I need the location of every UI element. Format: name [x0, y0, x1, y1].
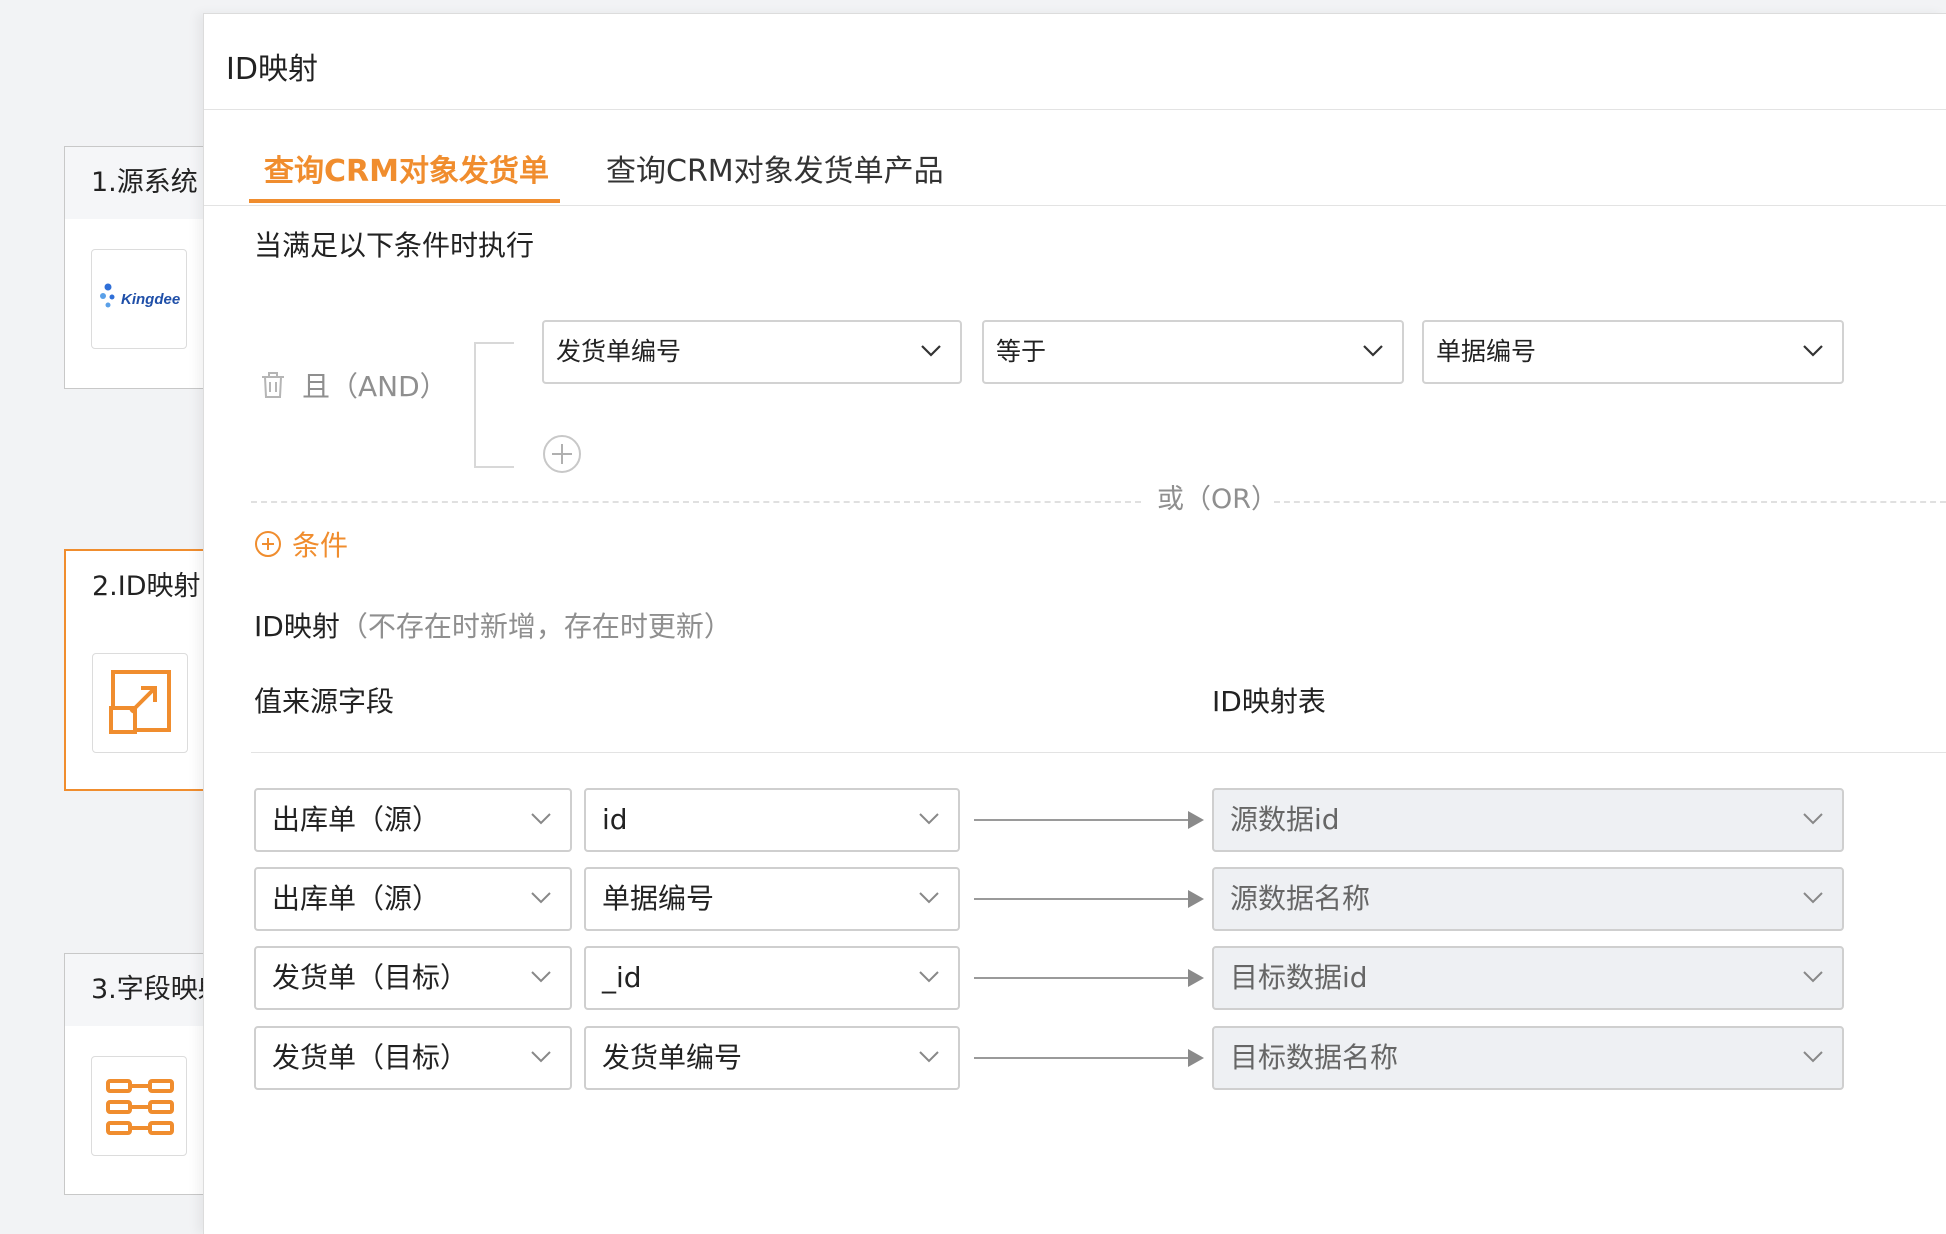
chevron-down-icon	[919, 1051, 939, 1063]
id-mapping-subtitle: （不存在时新增，存在时更新）	[339, 610, 732, 643]
panel-title: ID映射	[226, 52, 318, 87]
mapping-arrow	[974, 969, 1204, 987]
step-card-field-mapping[interactable]: 3.字段映射	[64, 953, 224, 1195]
or-label: 或（OR）	[1149, 477, 1287, 516]
mapping-arrow	[974, 811, 1204, 829]
source-field-select[interactable]: id	[584, 788, 960, 852]
condition-operator-value: 等于	[996, 337, 1047, 366]
or-divider-left	[251, 501, 1141, 503]
condition-field-value: 发货单编号	[556, 337, 682, 366]
source-object-value: 发货单（目标）	[272, 961, 469, 994]
step-card-source[interactable]: 1.源系统 Kingdee	[64, 146, 224, 389]
add-and-condition-icon[interactable]	[542, 434, 582, 474]
mapping-header-divider	[251, 752, 1946, 753]
condition-value-select[interactable]: 单据编号	[1422, 320, 1844, 384]
mapping-arrow	[974, 1049, 1204, 1067]
chevron-down-icon	[1803, 345, 1823, 357]
chevron-down-icon	[919, 813, 939, 825]
arrow-head-icon	[1188, 811, 1204, 829]
chevron-down-icon	[531, 892, 551, 904]
id-mapping-target-select: 目标数据id	[1212, 946, 1844, 1010]
chevron-down-icon	[531, 813, 551, 825]
step-label: 1.源系统	[65, 147, 223, 219]
source-object-select[interactable]: 出库单（源）	[254, 788, 572, 852]
condition-operator-select[interactable]: 等于	[982, 320, 1404, 384]
step-card-id-mapping[interactable]: 2.ID映射	[64, 549, 224, 791]
chevron-down-icon	[1803, 813, 1823, 825]
source-object-select[interactable]: 出库单（源）	[254, 867, 572, 931]
id-mapping-target-select: 目标数据名称	[1212, 1026, 1844, 1090]
arrow-head-icon	[1188, 969, 1204, 987]
kingdee-logo: Kingdee	[91, 249, 187, 349]
source-field-value: 发货单编号	[602, 1041, 743, 1074]
kingdee-logo-icon: Kingdee	[100, 283, 180, 308]
chevron-down-icon	[919, 892, 939, 904]
add-condition-label: 条件	[292, 529, 349, 562]
id-mapping-icon	[92, 653, 188, 753]
source-object-value: 出库单（源）	[272, 882, 441, 915]
id-mapping-target-value: 目标数据名称	[1230, 1041, 1399, 1074]
source-field-value: id	[602, 803, 628, 836]
chevron-down-icon	[531, 971, 551, 983]
tab-shipment-order[interactable]: 查询CRM对象发货单	[264, 154, 549, 189]
plus-circle-icon	[255, 531, 281, 557]
tab-shipment-order-product[interactable]: 查询CRM对象发货单产品	[606, 154, 944, 189]
step-label: 2.ID映射	[66, 551, 222, 623]
condition-field-select[interactable]: 发货单编号	[542, 320, 962, 384]
and-group-bracket	[474, 342, 514, 468]
field-mapping-icon	[91, 1056, 187, 1156]
chevron-down-icon	[1803, 1051, 1823, 1063]
and-logic-label[interactable]: 且（AND）	[302, 370, 448, 403]
source-object-select[interactable]: 发货单（目标）	[254, 1026, 572, 1090]
chevron-down-icon	[1803, 892, 1823, 904]
id-mapping-target-select: 源数据id	[1212, 788, 1844, 852]
source-field-select[interactable]: 单据编号	[584, 867, 960, 931]
chevron-down-icon	[1803, 971, 1823, 983]
source-object-value: 出库单（源）	[272, 803, 441, 836]
source-field-column-header: 值来源字段	[254, 685, 395, 718]
id-mapping-table-column-header: ID映射表	[1212, 685, 1326, 718]
source-field-select[interactable]: 发货单编号	[584, 1026, 960, 1090]
condition-value-value: 单据编号	[1436, 337, 1537, 366]
chevron-down-icon	[1363, 345, 1383, 357]
arrow-head-icon	[1188, 1049, 1204, 1067]
id-mapping-heading: ID映射	[254, 610, 340, 643]
source-object-select[interactable]: 发货单（目标）	[254, 946, 572, 1010]
kingdee-logo-text: Kingdee	[121, 291, 180, 308]
active-tab-indicator	[249, 199, 560, 203]
chevron-down-icon	[531, 1051, 551, 1063]
source-field-value: 单据编号	[602, 882, 715, 915]
mapping-arrow	[974, 890, 1204, 908]
arrow-head-icon	[1188, 890, 1204, 908]
id-mapping-title: ID映射（不存在时新增，存在时更新）	[254, 605, 732, 645]
source-field-select[interactable]: _id	[584, 946, 960, 1010]
source-field-value: _id	[602, 961, 642, 994]
trash-icon[interactable]	[258, 370, 288, 400]
chevron-down-icon	[919, 971, 939, 983]
id-mapping-target-value: 源数据id	[1230, 803, 1340, 836]
id-mapping-target-value: 源数据名称	[1230, 882, 1371, 915]
or-divider-right	[1274, 501, 1946, 503]
id-mapping-target-select: 源数据名称	[1212, 867, 1844, 931]
source-object-value: 发货单（目标）	[272, 1041, 469, 1074]
title-divider	[204, 109, 1946, 110]
step-label: 3.字段映射	[65, 954, 223, 1026]
chevron-down-icon	[921, 345, 941, 357]
id-mapping-panel: ID映射 查询CRM对象发货单 查询CRM对象发货单产品 当满足以下条件时执行 …	[203, 13, 1946, 1234]
tab-bar: 查询CRM对象发货单 查询CRM对象发货单产品	[204, 110, 1946, 206]
id-mapping-target-value: 目标数据id	[1230, 961, 1368, 994]
condition-header: 当满足以下条件时执行	[254, 229, 535, 262]
